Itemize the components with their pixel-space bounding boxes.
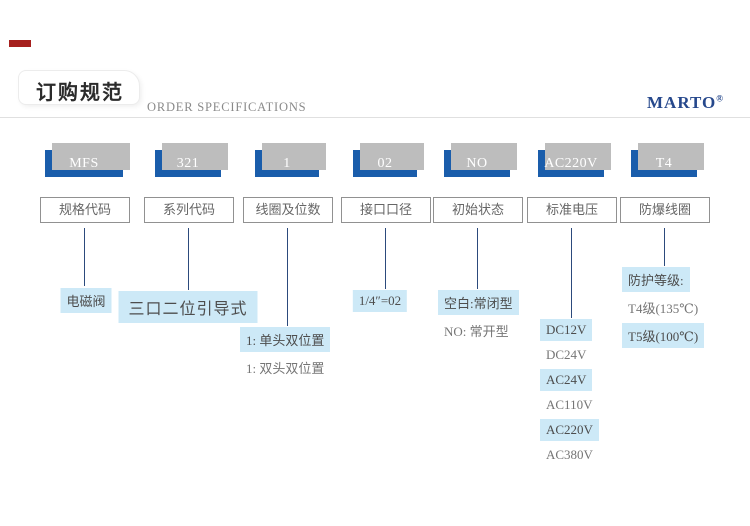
- connector-line: [664, 228, 665, 266]
- field-label-box: 防爆线圈: [620, 197, 710, 223]
- connector-line: [477, 228, 478, 289]
- note-highlighted: DC12V: [540, 319, 593, 341]
- field-label-box: 线圈及位数: [243, 197, 333, 223]
- code-box-1: 1: [255, 143, 326, 177]
- note-highlighted: T5级(100℃): [622, 323, 705, 348]
- code-box-t4: T4: [631, 143, 704, 177]
- notes-group: 1: 单头双位置 1: 双头双位置: [240, 327, 331, 383]
- red-accent-bar: [9, 40, 31, 47]
- field-label-box: 系列代码: [144, 197, 234, 223]
- note-highlighted: 1: 单头双位置: [240, 327, 331, 352]
- notes-group: 空白:常闭型 NO: 常开型: [438, 290, 519, 346]
- field-label-box: 标准电压: [527, 197, 617, 223]
- notes-group: DC12V DC24V AC24V AC110V AC220V AC380V: [540, 319, 599, 469]
- code-box-ac220v: AC220V: [538, 143, 611, 177]
- field-label-box: 规格代码: [40, 197, 130, 223]
- connector-line: [84, 228, 85, 286]
- note-plain: AC380V: [546, 447, 593, 462]
- note-plain: AC110V: [546, 397, 593, 412]
- page-subtitle: ORDER SPECIFICATIONS: [147, 100, 307, 114]
- note-highlighted: 电磁阀: [60, 288, 112, 313]
- notes-group: 三口二位引导式: [118, 291, 258, 326]
- connector-line: [287, 228, 288, 326]
- field-label-box: 接口口径: [341, 197, 431, 223]
- note-highlighted: AC220V: [540, 419, 599, 441]
- page-title: 订购规范: [36, 82, 124, 104]
- notes-group: 防护等级: T4级(135℃) T5级(100℃): [622, 267, 705, 351]
- note-highlighted: 空白:常闭型: [438, 290, 519, 315]
- connector-line: [188, 228, 189, 290]
- note-highlighted: AC24V: [540, 369, 593, 391]
- code-box-321: 321: [155, 143, 228, 177]
- note-highlighted: 防护等级:: [622, 267, 690, 292]
- brand-logo: MARTO®: [647, 93, 724, 113]
- field-label-box: 初始状态: [433, 197, 523, 223]
- header-divider: [0, 117, 750, 118]
- brand-name: MARTO: [647, 93, 717, 112]
- section-title-tab: [18, 70, 140, 105]
- note-plain: NO: 常开型: [444, 324, 509, 339]
- registered-mark: ®: [716, 93, 724, 104]
- notes-group: 电磁阀: [60, 288, 112, 316]
- notes-group: 1/4″=02: [352, 290, 408, 315]
- code-box-mfs: MFS: [45, 143, 130, 177]
- connector-line: [385, 228, 386, 289]
- code-box-no: NO: [444, 143, 517, 177]
- connector-line: [571, 228, 572, 318]
- code-box-02: 02: [353, 143, 424, 177]
- note-plain: 1: 双头双位置: [246, 361, 325, 376]
- note-plain: T4级(135℃): [628, 301, 699, 316]
- note-highlighted: 1/4″=02: [352, 290, 408, 312]
- note-plain: DC24V: [546, 347, 587, 362]
- note-highlighted: 三口二位引导式: [118, 291, 258, 323]
